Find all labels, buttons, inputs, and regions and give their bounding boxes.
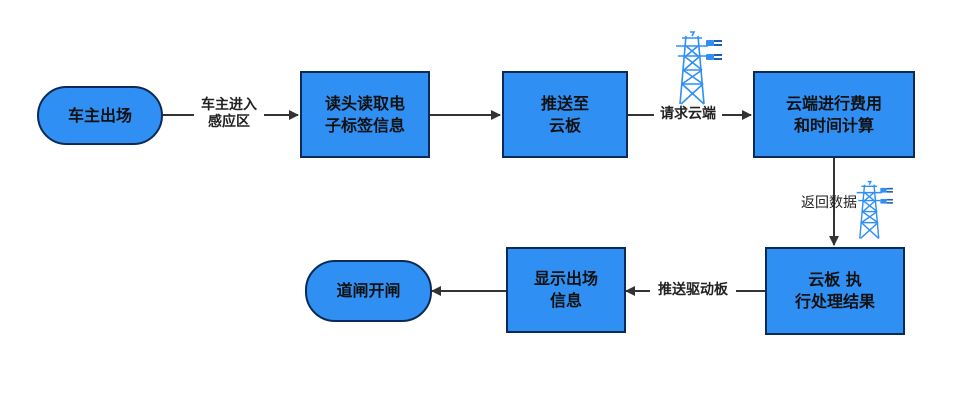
label-return-data: 返回数据 xyxy=(801,195,857,211)
label-enter-zone: 车主进入 感应区 xyxy=(194,97,264,133)
node-read-tag: 读头读取电 子标签信息 xyxy=(300,71,430,158)
label-request-cloud: 请求云端 xyxy=(654,106,722,124)
node-show-info: 显示出场 信息 xyxy=(506,247,626,333)
label-push-driver: 推送驱动板 xyxy=(650,282,736,300)
node-gate-open: 道闸开闸 xyxy=(305,260,432,322)
node-push-board: 推送至 云板 xyxy=(502,71,628,158)
transmission-tower-icon xyxy=(856,180,893,239)
transmission-tower-icon xyxy=(676,31,722,105)
node-cloud-calc: 云端进行费用 和时间计算 xyxy=(753,71,915,158)
node-owner-exit: 车主出场 xyxy=(37,86,163,145)
node-board-exec: 云板 执 行处理结果 xyxy=(765,247,905,335)
